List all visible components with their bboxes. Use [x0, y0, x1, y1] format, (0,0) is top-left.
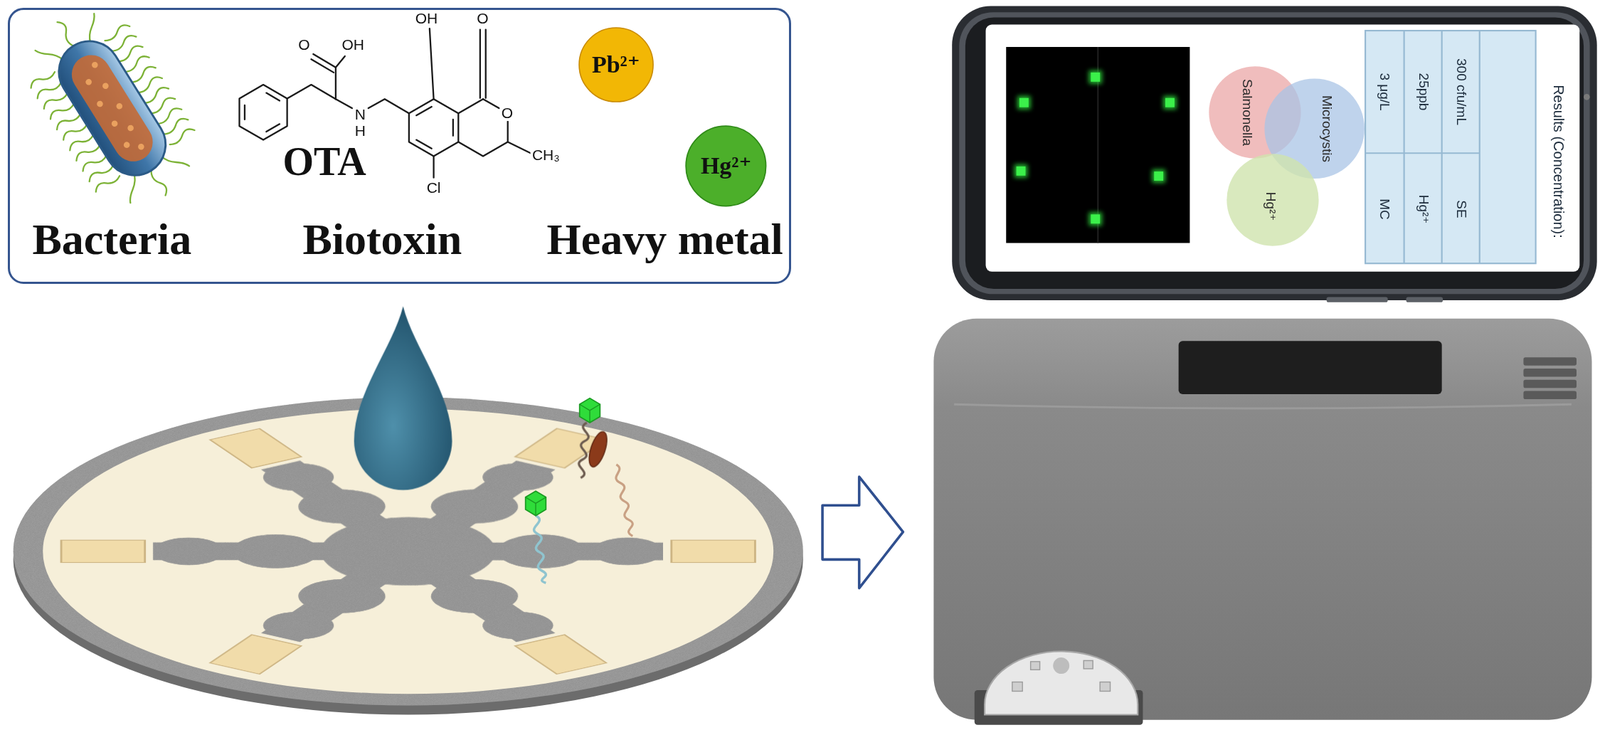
category-label: Heavy metal	[547, 214, 784, 265]
mercury-ion-fill	[685, 125, 766, 206]
process-arrow	[822, 476, 903, 588]
venn-label: Microcystis	[1318, 95, 1335, 163]
ion-label: Hg²⁺	[700, 152, 752, 180]
sample-drop	[354, 305, 453, 490]
fluorescence-image	[1005, 46, 1190, 244]
table-cell: 25ppb	[1415, 73, 1432, 111]
results-table	[1365, 30, 1536, 264]
atom-label: CH₃	[530, 147, 562, 163]
category-panel: Bacteria Biotoxin Heavy metal Pb²⁺ Hg²⁺	[7, 7, 791, 284]
venn-circle-fill	[1226, 154, 1319, 247]
flagella	[8, 0, 216, 226]
mercury-ion: Hg²⁺	[685, 125, 767, 208]
cytoplasm	[64, 47, 161, 169]
venn-label: Hg²⁺	[1262, 192, 1279, 222]
atom-label: O	[296, 36, 311, 53]
atom-label: O	[500, 105, 515, 121]
lead-ion: Pb²⁺	[578, 27, 654, 103]
atom-label: OH	[414, 10, 440, 27]
phone-screen	[986, 24, 1581, 272]
device-display	[1178, 340, 1443, 395]
table-cell: 3 μg/L	[1376, 73, 1393, 111]
table-cell: SE	[1453, 199, 1470, 218]
table-cell: Hg²⁺	[1415, 194, 1432, 225]
compound-name: OTA	[283, 138, 367, 185]
atom-label: O	[475, 10, 490, 27]
atom-label: H	[353, 123, 368, 139]
venn-label: Salmonella	[1239, 78, 1255, 146]
atom-label: Cl	[425, 179, 443, 196]
table-cell: 300 cfu/mL	[1453, 58, 1470, 126]
venn-circle: Hg²⁺	[1225, 152, 1320, 247]
table-cell: MC	[1376, 198, 1393, 220]
table-header: Results (Concentration):	[1550, 84, 1567, 239]
atom-label: OH	[340, 36, 367, 53]
bacterium-drawing	[8, 0, 216, 226]
reader-device	[933, 318, 1592, 725]
smartphone	[951, 6, 1597, 303]
category-label: Biotoxin	[302, 214, 462, 265]
category-label: Bacteria	[32, 214, 192, 265]
ion-label: Pb²⁺	[591, 51, 641, 79]
lead-ion-fill	[579, 27, 654, 102]
cell-wall	[47, 29, 178, 188]
atom-label: N	[353, 106, 368, 123]
cytoplasm-dots	[76, 60, 149, 158]
aptamer-probes	[525, 398, 634, 584]
disc-tray	[974, 651, 1144, 725]
device-buttons	[1523, 357, 1577, 400]
